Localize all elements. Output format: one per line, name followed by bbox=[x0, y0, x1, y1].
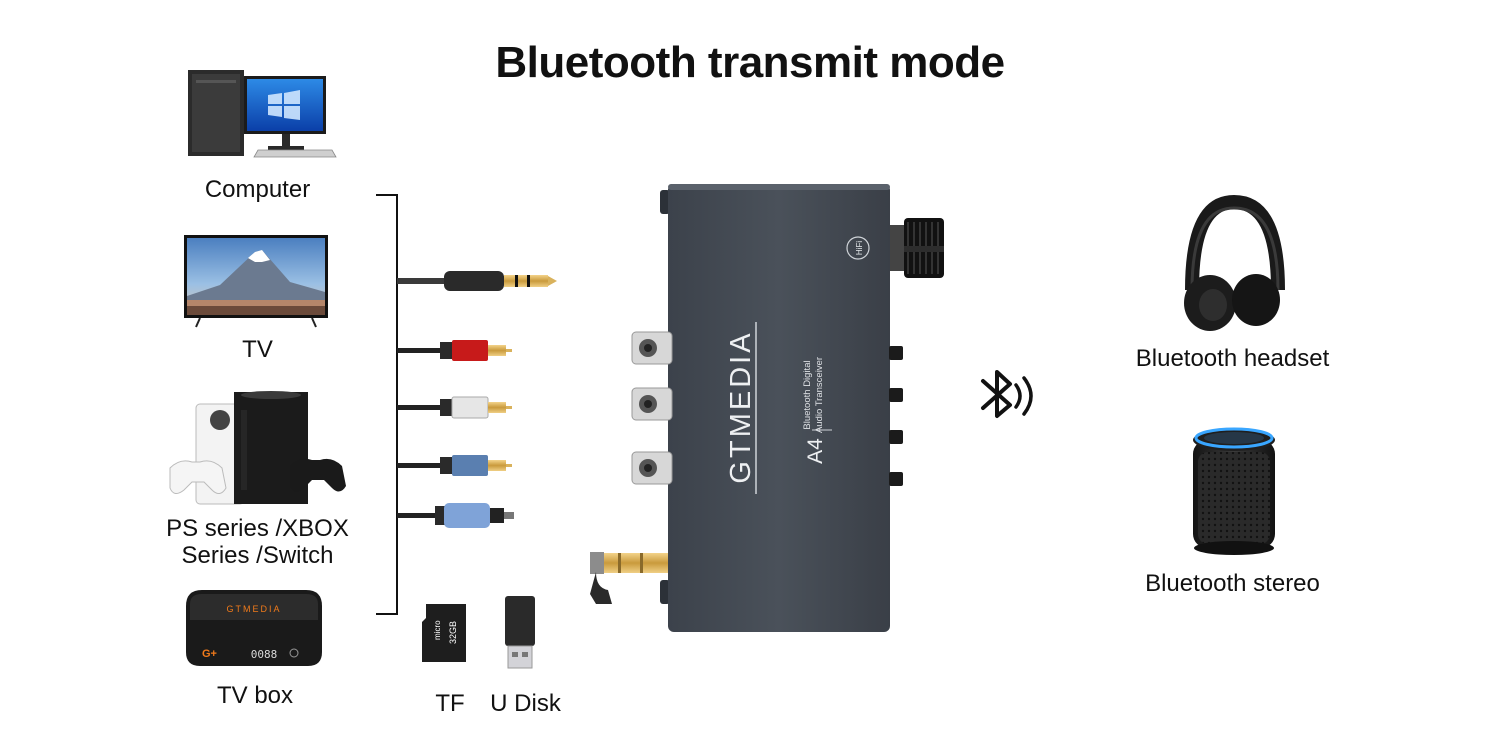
sd-capacity: 32GB bbox=[448, 621, 458, 644]
volume-knob[interactable] bbox=[890, 218, 944, 278]
computer-label: Computer bbox=[204, 176, 311, 203]
sd-brand: micro bbox=[433, 620, 442, 640]
computer-icon bbox=[188, 70, 337, 158]
bluetooth-icon bbox=[981, 370, 1033, 418]
micro-sd-icon: micro 32GB bbox=[422, 604, 466, 662]
tv-label: TV bbox=[242, 336, 273, 363]
tvbox-display: 0088 bbox=[251, 648, 278, 661]
transceiver-device: HiFi GTMEDIA A4 Bluetooth Digital Audio … bbox=[590, 184, 944, 632]
udisk-label: U Disk bbox=[490, 690, 561, 717]
usb-drive-icon bbox=[505, 596, 535, 669]
tf-label: TF bbox=[435, 690, 465, 717]
tv-icon bbox=[184, 235, 328, 328]
device-brand: GTMEDIA bbox=[725, 330, 757, 483]
page-title: Bluetooth transmit mode bbox=[495, 38, 1005, 87]
console-label: PS series /XBOX Series /Switch bbox=[145, 515, 370, 569]
speaker-icon bbox=[1193, 427, 1275, 555]
source-bracket bbox=[376, 194, 398, 615]
device-model: A4 bbox=[804, 438, 827, 464]
tvbox-label: TV box bbox=[216, 682, 294, 709]
stereo-label: Bluetooth stereo bbox=[1145, 570, 1320, 597]
antenna-connector bbox=[590, 552, 668, 604]
rca-sockets bbox=[631, 331, 673, 485]
hifi-logo: HiFi bbox=[855, 241, 864, 255]
rca-cable-white bbox=[397, 396, 512, 419]
tvbox-logo: G+ bbox=[202, 648, 217, 660]
console-label-line2: Series /Switch bbox=[181, 542, 334, 569]
console-label-line1: PS series /XBOX bbox=[166, 515, 349, 542]
headphones-icon bbox=[1184, 194, 1285, 331]
game-console-icon bbox=[169, 391, 346, 505]
coaxial-cable bbox=[397, 455, 512, 476]
tvbox-brand: GTMEDIA bbox=[226, 604, 281, 614]
device-desc-line1: Bluetooth Digital bbox=[802, 360, 813, 429]
tv-box-icon: GTMEDIA G+ 0088 bbox=[186, 590, 322, 666]
side-buttons[interactable] bbox=[889, 346, 903, 486]
headset-label: Bluetooth headset bbox=[1135, 345, 1330, 372]
aux-cable bbox=[397, 271, 557, 291]
rca-cable-red bbox=[397, 340, 512, 361]
device-desc-line2: Audio Transceiver bbox=[814, 357, 825, 433]
optical-cable bbox=[397, 503, 514, 528]
